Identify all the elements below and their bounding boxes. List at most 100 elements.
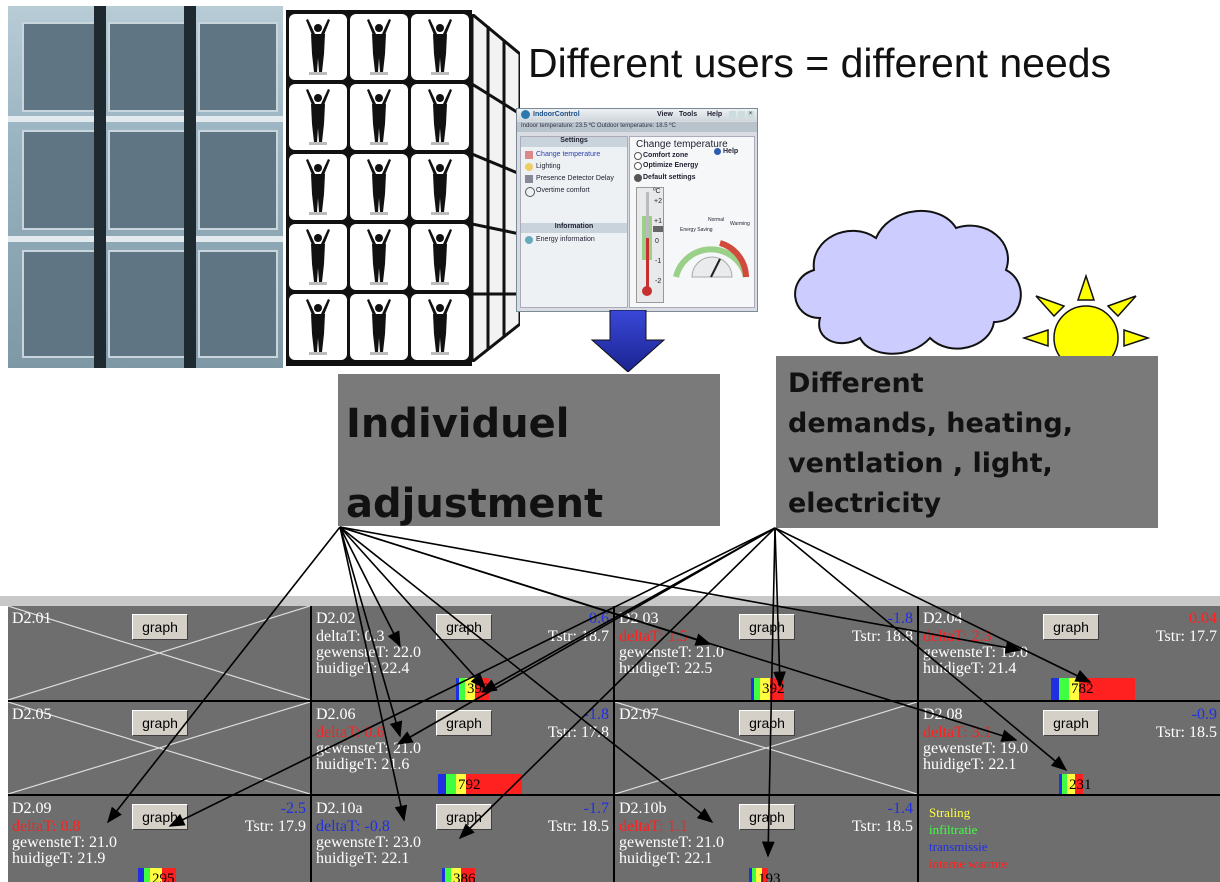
person-arms-up-icon (306, 159, 330, 215)
scale-tick: -2 (655, 278, 662, 285)
menu-tools[interactable]: Tools (679, 111, 698, 118)
scale-tick: +2 (654, 198, 662, 205)
graph-button[interactable]: graph (1043, 614, 1099, 640)
thermometer-icon (525, 151, 533, 159)
panel-title: Change temperature (636, 139, 728, 150)
person-arms-up-icon (306, 89, 330, 145)
thermometer-fill (646, 238, 649, 288)
person-arms-up-icon (428, 159, 452, 215)
lightbulb-icon (525, 163, 533, 171)
demand-line: demands, heating, (788, 408, 1073, 439)
building-window (198, 250, 278, 358)
building-window (108, 22, 186, 112)
energy-bar: 390 (456, 678, 496, 700)
user-figure-cell (350, 84, 408, 150)
building-floor-slab (8, 236, 283, 242)
clock-icon (525, 187, 535, 197)
graph-button[interactable]: graph (132, 804, 188, 830)
room-huidige: huidigeT: 22.1 (619, 850, 713, 867)
menu-help[interactable]: Help (707, 111, 723, 118)
room-id: D2.01 (12, 610, 52, 627)
sidebar-item-lighting[interactable]: Lighting (536, 163, 561, 170)
user-figure-cell (411, 224, 469, 290)
room-huidige: huidigeT: 21.6 (316, 756, 410, 773)
user-figure-cell (350, 14, 408, 80)
room-value: -1.8 (887, 610, 913, 627)
energy-bar-value: 231 (1069, 777, 1092, 793)
radio-comfort-zone[interactable] (634, 152, 642, 160)
energy-bar-segment (162, 868, 176, 882)
radio-default-settings[interactable] (634, 174, 642, 182)
sidebar-item-presence-detector-delay[interactable]: Presence Detector Delay (536, 175, 614, 182)
room-huidige: huidigeT: 21.9 (12, 850, 106, 867)
energy-bar-value: 390 (467, 681, 490, 697)
user-figures-grid (286, 10, 472, 366)
cloud-icon (794, 209, 1022, 355)
thermometer-bulb (642, 286, 652, 296)
temperature-slider-handle[interactable] (653, 226, 663, 232)
indiv-line-1: Individuel (346, 401, 570, 447)
maximize-button[interactable] (738, 111, 745, 118)
energy-bar-segment (446, 774, 456, 794)
person-arms-up-icon (306, 229, 330, 285)
minimize-button[interactable] (729, 111, 736, 118)
sidebar-item-energy-information[interactable]: Energy information (536, 236, 595, 243)
information-title: Information (521, 223, 627, 233)
room-huidige: huidigeT: 22.1 (316, 850, 410, 867)
room-cell: D2.01 graph (8, 606, 310, 700)
building-window (108, 250, 186, 358)
graph-button[interactable]: graph (132, 710, 188, 736)
graph-button[interactable]: graph (739, 804, 795, 830)
room-huidige: huidigeT: 22.1 (923, 756, 1017, 773)
settings-title: Settings (521, 137, 627, 147)
graph-button[interactable]: graph (132, 614, 188, 640)
graph-button[interactable]: graph (436, 710, 492, 736)
user-figure-cell (289, 154, 347, 220)
person-arms-up-icon (428, 19, 452, 75)
app-title-bar: IndoorControl View Tools Help × (517, 109, 757, 121)
energy-bar-segment (438, 774, 446, 794)
sidebar-item-change-temperature[interactable]: Change temperature (536, 151, 601, 158)
room-tstr: Tstr: 18.5 (1155, 724, 1217, 741)
energy-bar-value: 295 (152, 871, 175, 882)
energy-bar: 231 (1059, 774, 1099, 794)
room-grid-header-bar (0, 596, 1220, 606)
person-arms-up-icon (367, 19, 391, 75)
graph-button[interactable]: graph (1043, 710, 1099, 736)
user-figure-cell (411, 14, 469, 80)
room-id: D2.09 (12, 800, 52, 817)
energy-bar-segment (1059, 774, 1062, 794)
help-link[interactable]: Help (723, 148, 739, 155)
presence-icon (525, 175, 533, 183)
legend-item: Straling (929, 805, 971, 820)
person-arms-up-icon (367, 159, 391, 215)
graph-button[interactable]: graph (739, 710, 795, 736)
room-id: D2.10b (619, 800, 667, 817)
menu-view[interactable]: View (657, 111, 673, 118)
different-demands-box (776, 356, 1158, 528)
individual-adjustment-text: Individuel adjustment (346, 384, 603, 544)
room-id: D2.02 (316, 610, 356, 627)
room-tstr: Tstr: 18.5 (851, 818, 913, 835)
graph-button[interactable]: graph (436, 614, 492, 640)
radio-optimize-energy[interactable] (634, 162, 642, 170)
room-value: -1.7 (583, 800, 609, 817)
scale-tick: -1 (655, 258, 662, 265)
room-id: D2.10a (316, 800, 363, 817)
close-icon[interactable]: × (747, 111, 754, 118)
sidebar-item-overtime-comfort[interactable]: Overtime comfort (536, 187, 590, 194)
room-tstr: Tstr: 18.8 (851, 628, 913, 645)
graph-button[interactable]: graph (436, 804, 492, 830)
down-arrow-icon (590, 310, 666, 372)
legend-item: infiltratie (929, 822, 978, 837)
scale-unit: ºC (653, 188, 661, 195)
graph-button[interactable]: graph (739, 614, 795, 640)
energy-bar-value: 386 (453, 871, 476, 882)
scale-tick: 0 (655, 238, 659, 245)
gauge-label-warming: Warming (730, 221, 750, 227)
help-icon[interactable] (714, 148, 721, 155)
energy-bar-segment (144, 868, 150, 882)
